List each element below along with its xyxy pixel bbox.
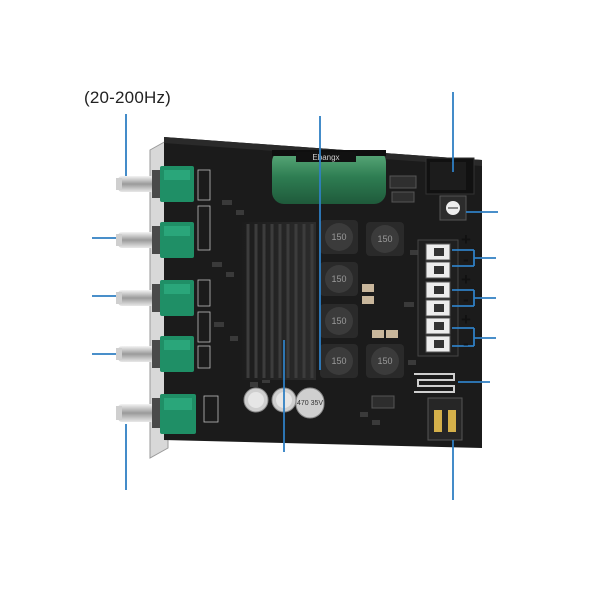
smd-capacitors bbox=[362, 284, 398, 338]
potentiometers bbox=[152, 166, 196, 434]
brand-text: Ebangx bbox=[312, 153, 339, 162]
terminal-sign: + bbox=[461, 230, 471, 249]
terminal-sign: - bbox=[463, 290, 469, 309]
inductor: 150 bbox=[366, 222, 404, 256]
svg-text:150: 150 bbox=[331, 356, 346, 366]
knob-shaft bbox=[116, 346, 154, 362]
svg-text:470 35V: 470 35V bbox=[297, 400, 323, 407]
inductor: 150 bbox=[366, 344, 404, 378]
terminal-sign: + bbox=[461, 310, 471, 329]
dc-power-jack bbox=[425, 157, 475, 195]
volume-knobs bbox=[116, 176, 154, 422]
inductor: 150 bbox=[320, 344, 358, 378]
terminal-sign: + bbox=[461, 270, 471, 289]
aux-audio-jack bbox=[427, 397, 463, 441]
svg-text:150: 150 bbox=[331, 316, 346, 326]
knob-shaft bbox=[116, 290, 154, 306]
bulk-capacitor: Ebangx bbox=[272, 150, 386, 204]
inductor: 150 bbox=[320, 220, 358, 254]
speaker-terminal-block bbox=[417, 239, 459, 357]
smd-components bbox=[212, 200, 420, 425]
svg-text:150: 150 bbox=[331, 232, 346, 242]
terminal-sign: - bbox=[463, 250, 469, 269]
power-input-terminal bbox=[439, 195, 467, 221]
inductor: 150 bbox=[320, 262, 358, 296]
terminal-sign: - bbox=[463, 334, 469, 353]
callout-lines bbox=[92, 92, 498, 500]
knob-shaft bbox=[116, 232, 154, 248]
knob-shaft bbox=[116, 176, 154, 192]
ic-chip bbox=[371, 395, 395, 409]
svg-text:150: 150 bbox=[331, 274, 346, 284]
svg-text:150: 150 bbox=[377, 356, 392, 366]
svg-text:150: 150 bbox=[377, 234, 392, 244]
inductors: 150 150 150 150 150 150 bbox=[320, 220, 404, 378]
frequency-caption: (20-200Hz) bbox=[84, 88, 172, 107]
bluetooth-antenna bbox=[414, 373, 455, 393]
knob-shaft bbox=[116, 404, 154, 422]
heatsink bbox=[242, 222, 316, 380]
inductor: 150 bbox=[320, 304, 358, 338]
silkscreen-labels bbox=[197, 169, 219, 423]
